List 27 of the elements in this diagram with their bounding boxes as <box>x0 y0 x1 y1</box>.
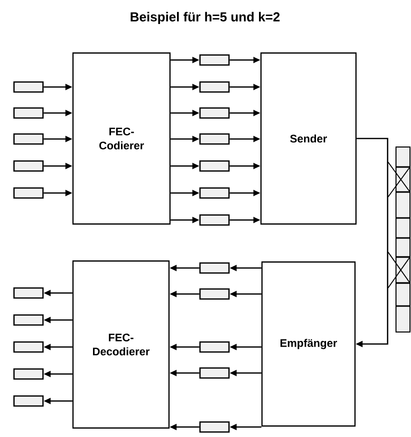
packet-box <box>199 107 230 119</box>
packet-box <box>199 421 230 433</box>
process-box: Sender <box>260 52 357 225</box>
packet-box <box>13 314 44 326</box>
packet-box <box>199 187 230 199</box>
process-box: Empfänger <box>261 261 356 427</box>
title: Beispiel für h=5 und k=2 <box>130 12 280 24</box>
packet-box <box>13 107 44 119</box>
packet-box <box>13 187 44 199</box>
packet-box <box>199 367 230 379</box>
packet-box <box>13 368 44 380</box>
packet-box <box>199 160 230 172</box>
process-box: FEC- Decodierer <box>72 260 170 429</box>
packet-box <box>13 81 44 93</box>
packet-box <box>199 54 230 66</box>
packet-box <box>199 133 230 145</box>
packet-box <box>13 133 44 145</box>
packet-box <box>13 395 44 407</box>
packet-box <box>13 160 44 172</box>
packet-box <box>199 341 230 353</box>
packet-box <box>199 81 230 93</box>
packet-box <box>13 341 44 353</box>
packet-box <box>199 288 230 300</box>
packet-box <box>199 262 230 274</box>
packet-box <box>13 287 44 299</box>
process-box: FEC- Codierer <box>72 52 171 225</box>
packet-box <box>199 214 230 226</box>
